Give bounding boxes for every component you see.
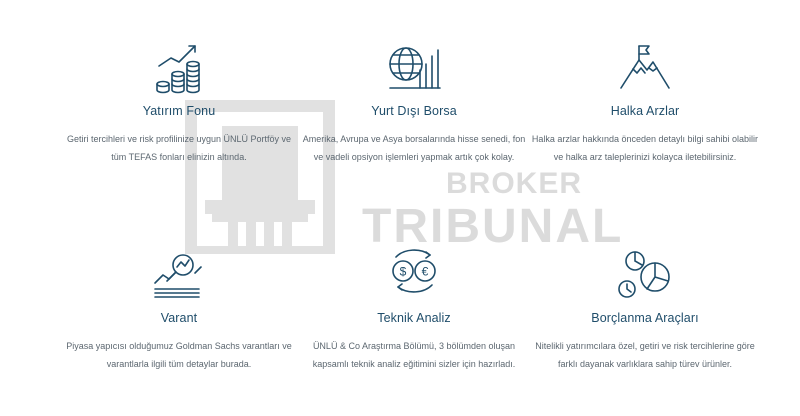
service-title[interactable]: Teknik Analiz (377, 311, 451, 325)
service-description: ÜNLÜ & Co Araştırma Bölümü, 3 bölümden o… (312, 341, 516, 369)
svg-text:$: $ (400, 265, 407, 279)
service-title[interactable]: Yatırım Fonu (142, 104, 216, 118)
globe-chart-icon (389, 47, 441, 89)
service-description: Piyasa yapıcısı olduğumuz Goldman Sachs … (66, 341, 292, 369)
service-description: Amerika, Avrupa ve Asya borsalarında his… (302, 134, 526, 162)
service-description: Halka arzlar hakkında önceden detaylı bi… (531, 134, 759, 162)
magnifier-chart-icon (154, 254, 202, 298)
service-description: Getiri tercihleri ve risk profilinize uy… (66, 134, 292, 162)
service-title[interactable]: Yurt Dışı Borsa (371, 104, 457, 118)
service-description: Nitelikli yatırımcılara özel, getiri ve … (535, 341, 755, 369)
svg-text:€: € (422, 265, 429, 279)
mountain-flag-icon (620, 45, 670, 89)
coins-growth-icon (156, 45, 200, 94)
service-title[interactable]: Borçlanma Araçları (591, 311, 699, 325)
service-title[interactable]: Halka Arzlar (610, 104, 680, 118)
service-title[interactable]: Varant (160, 311, 198, 325)
currency-exchange-icon: $ € (392, 249, 436, 293)
clock-pie-chart-icon (618, 251, 670, 298)
